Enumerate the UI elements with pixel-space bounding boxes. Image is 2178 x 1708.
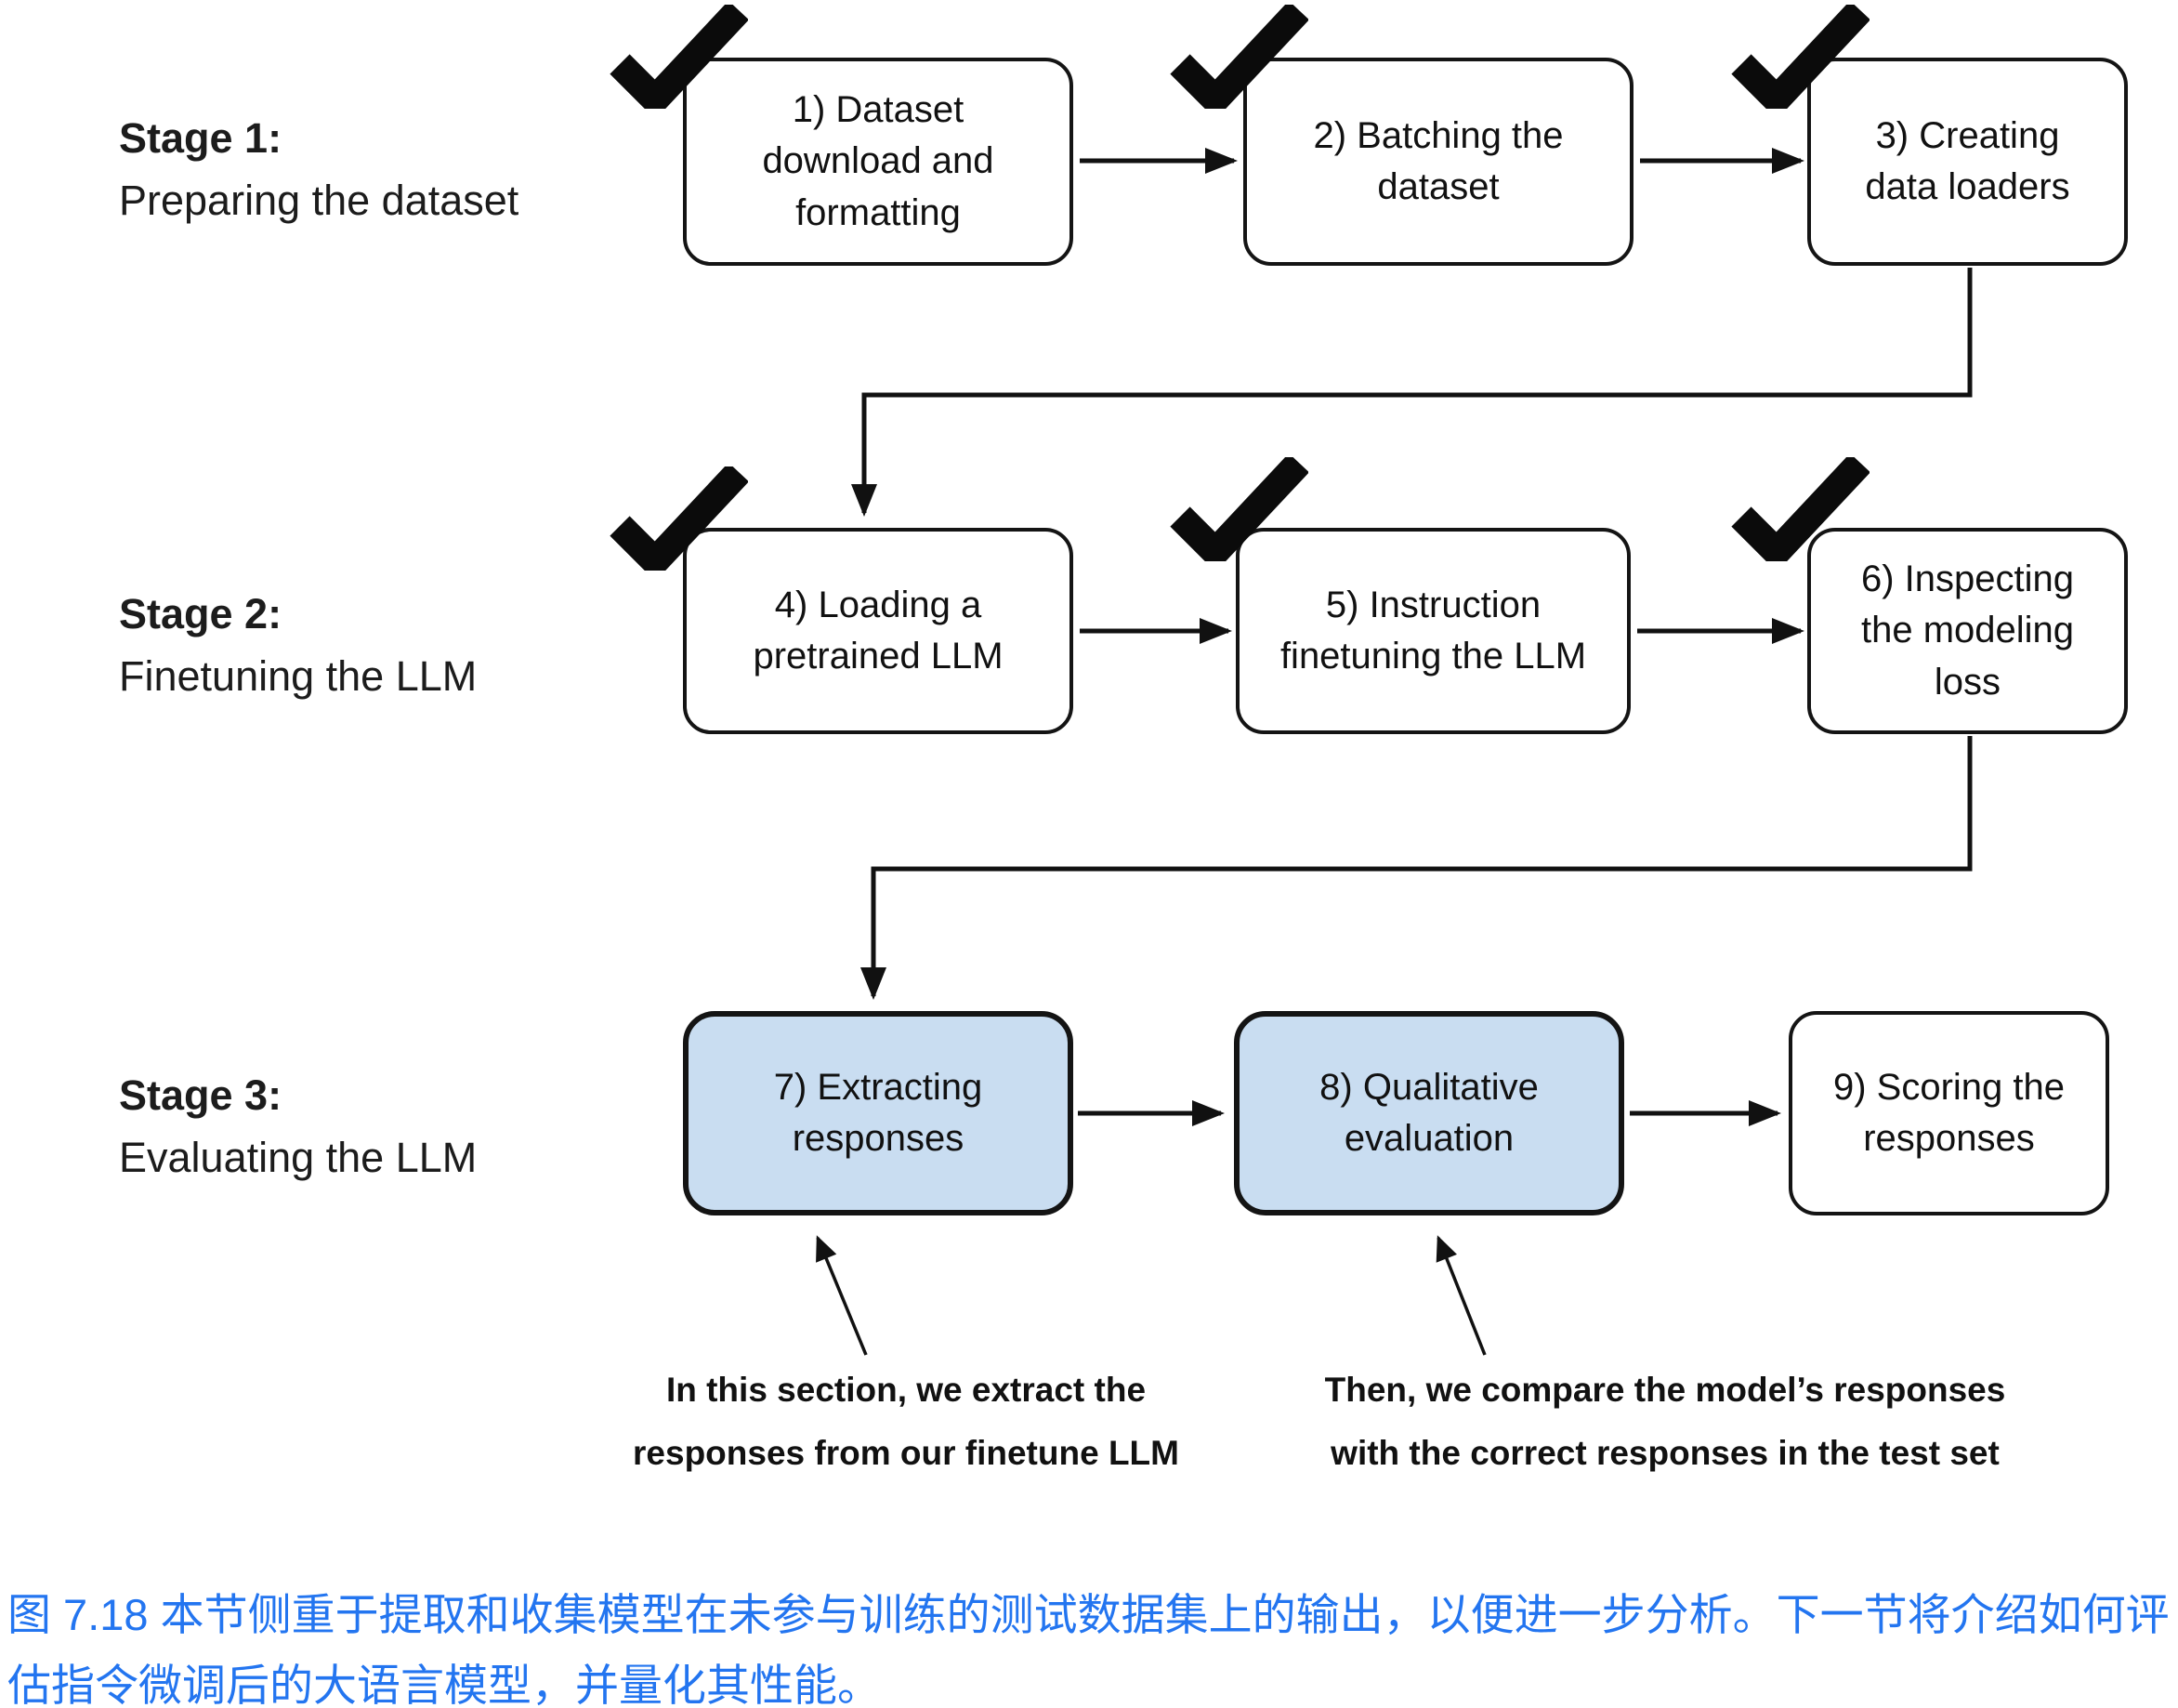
flow-box-1-label: 1) Dataset download and formatting [762,89,994,233]
flow-box-3: 3) Creating data loaders [1807,58,2128,266]
flow-box-1: 1) Dataset download and formatting [683,58,1073,266]
annotation-extract-responses: In this section, we extract the response… [633,1371,1179,1473]
arrow-annotation1-box7 [816,1235,868,1356]
flow-box-4-label: 4) Loading a pretrained LLM [753,584,1004,677]
flow-box-4: 4) Loading a pretrained LLM [683,528,1073,734]
flow-box-2: 2) Batching the dataset [1243,58,1634,266]
checkmark-icon [610,5,748,109]
arrow-annotation2-box8 [1436,1235,1487,1356]
flow-box-6-label: 6) Inspecting the modeling loss [1860,558,2075,703]
elbow-box6-box7 [860,736,1973,1000]
stage2-label: Stage 2: Finetuning the LLM [119,584,477,707]
flow-box-9: 9) Scoring the responses [1789,1011,2109,1215]
stage2-subtitle: Finetuning the LLM [119,651,478,700]
flow-box-6: 6) Inspecting the modeling loss [1807,528,2128,734]
stage1-label: Stage 1: Preparing the dataset [119,108,518,231]
annotation-compare-responses: Then, we compare the model’s responses w… [1324,1371,2006,1473]
flow-box-2-label: 2) Batching the dataset [1313,114,1564,207]
checkmark-icon [1731,5,1870,109]
checkmark-icon [610,466,748,571]
flow-box-9-label: 9) Scoring the responses [1832,1066,2066,1159]
flow-box-7-label: 7) Extracting responses [773,1066,983,1159]
flow-box-5-label: 5) Instruction finetuning the LLM [1279,584,1587,677]
checkmark-icon [1170,457,1308,561]
stage3-subtitle: Evaluating the LLM [119,1133,478,1181]
stage2-title: Stage 2: [119,590,282,637]
flow-box-7: 7) Extracting responses [683,1011,1073,1215]
flow-box-3-label: 3) Creating data loaders [1865,114,2070,207]
stage3-title: Stage 3: [119,1071,282,1119]
flow-box-5: 5) Instruction finetuning the LLM [1236,528,1631,734]
stage3-label: Stage 3: Evaluating the LLM [119,1065,477,1189]
stage1-subtitle: Preparing the dataset [119,176,519,224]
figure-caption: 图 7.18 本节侧重于提取和收集模型在未参与训练的测试数据集上的输出，以便进一… [7,1590,2170,1708]
checkmark-icon [1170,5,1308,109]
flow-box-8-label: 8) Qualitative evaluation [1319,1066,1539,1159]
checkmark-icon [1731,457,1870,561]
stage1-title: Stage 1: [119,114,282,162]
flow-box-8: 8) Qualitative evaluation [1234,1011,1624,1215]
